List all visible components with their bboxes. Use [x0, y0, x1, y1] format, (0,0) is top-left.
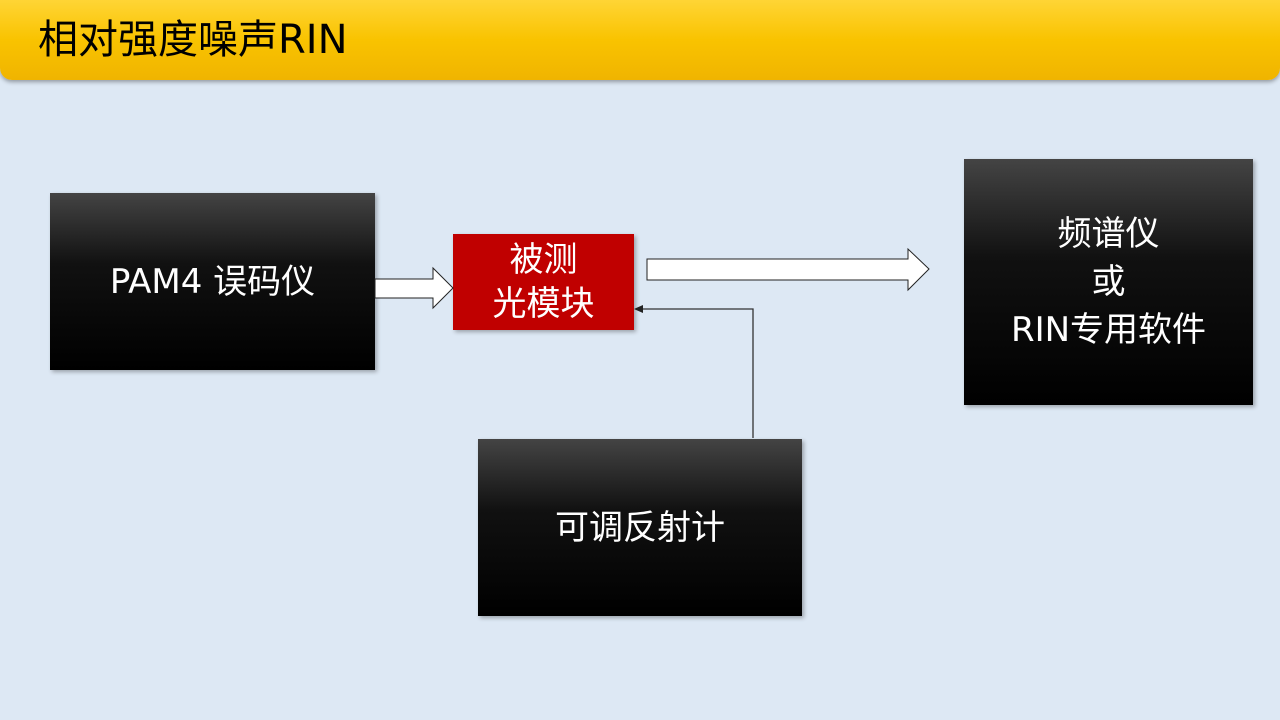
analyzer-label-line3: RIN专用软件	[1010, 310, 1207, 350]
arrow-bert-to-dut	[374, 266, 454, 310]
arrow-dut-to-analyzer	[646, 247, 930, 292]
title-bar: 相对强度噪声RIN	[0, 0, 1280, 80]
analyzer-label-line2: 或	[1091, 262, 1126, 302]
slide-title: 相对强度噪声RIN	[38, 17, 348, 63]
reflectometer-box: 可调反射计	[478, 439, 802, 616]
dut-label-line1: 被测	[509, 240, 578, 280]
pam4-bert-label: PAM4 误码仪	[109, 261, 316, 302]
pam4-bert-box: PAM4 误码仪	[50, 193, 375, 370]
reflectometer-label: 可调反射计	[555, 507, 725, 548]
feedback-line	[642, 308, 754, 438]
dut-module-box: 被测光模块	[453, 234, 634, 330]
feedback-arrowhead	[634, 305, 643, 313]
dut-label-line2: 光模块	[492, 284, 595, 324]
analyzer-label-line1: 频谱仪	[1057, 214, 1160, 254]
spectrum-analyzer-box: 频谱仪或 RIN专用软件	[964, 159, 1253, 405]
